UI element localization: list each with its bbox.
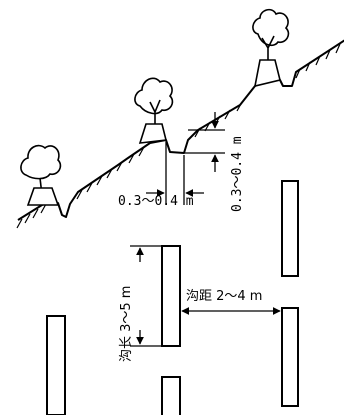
slope-profile [17, 39, 344, 221]
tree-1 [20, 144, 62, 206]
tree-3 [252, 8, 290, 88]
tree-2 [134, 77, 174, 144]
width-dimension [146, 142, 204, 205]
trench-plan-5 [161, 376, 181, 415]
depth-dimension [184, 112, 225, 172]
trench-depth-label: 0.3～0.4 m [230, 136, 245, 212]
trench-plan-3 [281, 307, 299, 407]
trench-plan-2 [281, 180, 299, 277]
trench-length-label: 沟长 3～5 m [119, 286, 134, 362]
trench-plan-4 [46, 315, 66, 415]
plan-view [46, 180, 299, 415]
length-dimension [130, 245, 162, 347]
trench-plan-1 [161, 245, 181, 347]
trench-width-label: 0.3～0.4 m [118, 194, 194, 209]
trench-spacing-label: 沟距 2～4 m [186, 289, 262, 304]
